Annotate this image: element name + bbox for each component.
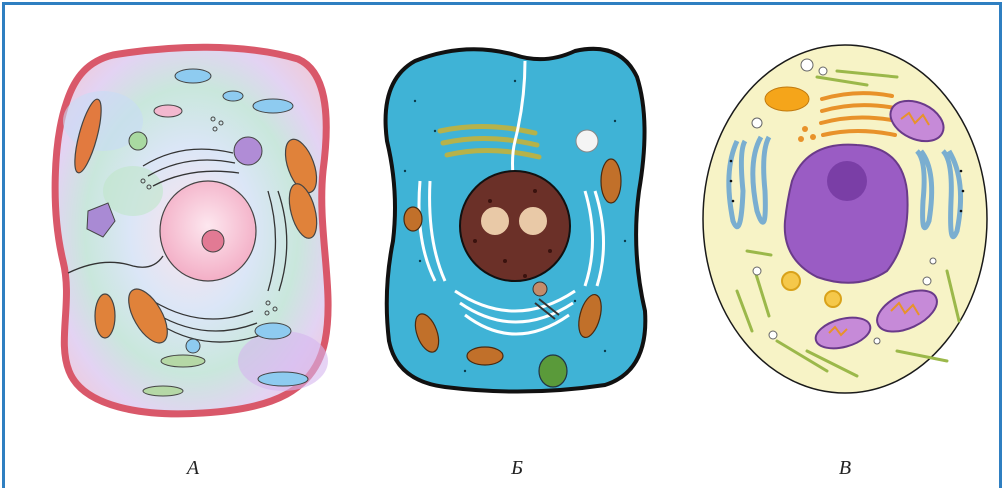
label-a: А [173, 457, 213, 480]
cell-c-illustration [697, 41, 997, 401]
label-c: В [825, 457, 865, 480]
figure-frame: А Б В [2, 2, 1002, 488]
cell-b-nucleus [460, 171, 570, 281]
label-b: Б [497, 457, 537, 480]
cell-a-illustration [43, 41, 343, 421]
cell-b-illustration [375, 41, 653, 397]
